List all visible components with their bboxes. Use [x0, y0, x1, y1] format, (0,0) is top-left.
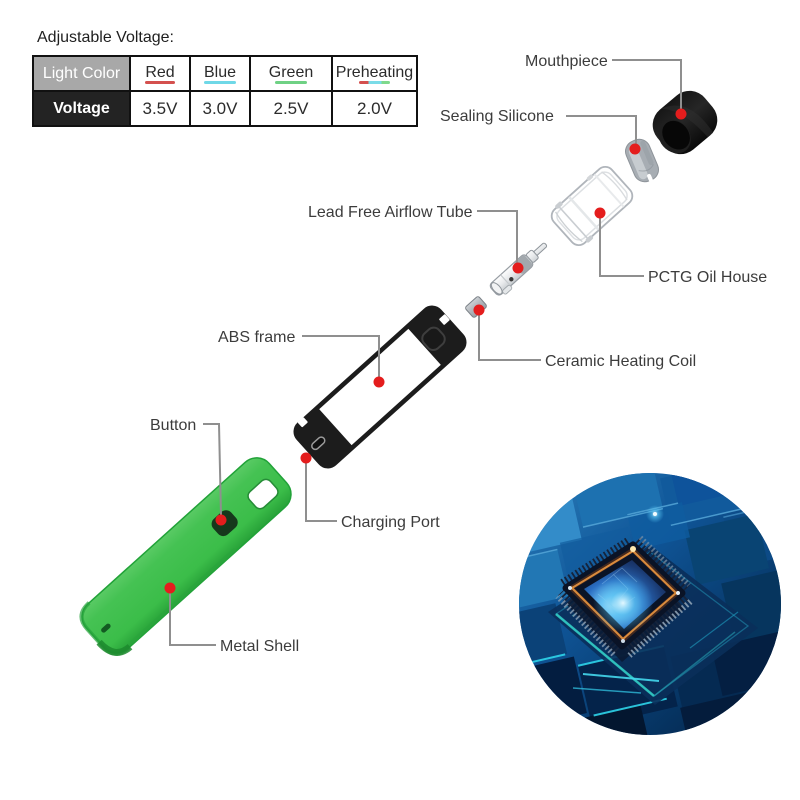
svg-text:Mouthpiece: Mouthpiece [525, 53, 608, 70]
svg-text:Metal Shell: Metal Shell [220, 638, 299, 655]
svg-text:Sealing Silicone: Sealing Silicone [440, 108, 554, 125]
svg-text:Lead Free Airflow Tube: Lead Free Airflow Tube [308, 204, 473, 221]
svg-text:Button: Button [150, 417, 196, 434]
svg-text:PCTG Oil House: PCTG Oil House [648, 269, 767, 286]
svg-text:Charging Port: Charging Port [341, 514, 440, 531]
svg-text:Ceramic Heating Coil: Ceramic Heating Coil [545, 353, 696, 370]
svg-text:ABS frame: ABS frame [218, 329, 295, 346]
